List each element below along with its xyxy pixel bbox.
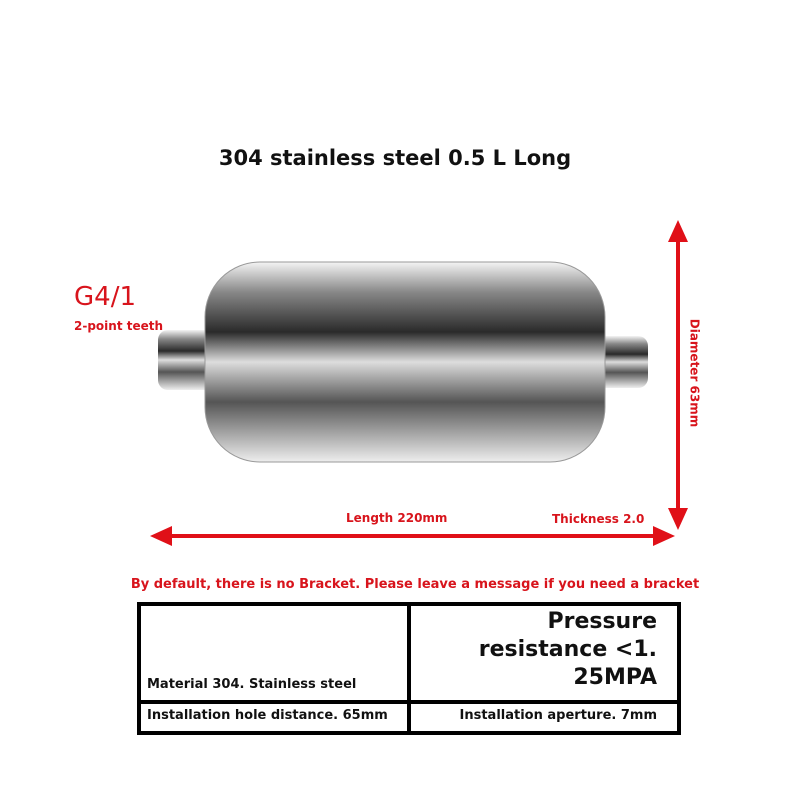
spec-aperture: Installation aperture. 7mm xyxy=(407,700,681,735)
bracket-note: By default, there is no Bracket. Please … xyxy=(130,577,700,592)
left-pipe xyxy=(158,330,218,390)
spec-table: Material 304. Stainless steel Pressure r… xyxy=(137,602,681,735)
product-title: 304 stainless steel 0.5 L Long xyxy=(218,146,572,170)
spec-hole-distance: Installation hole distance. 65mm xyxy=(137,700,411,735)
thread-sub-label: 2-point teeth xyxy=(74,319,164,333)
spec-material: Material 304. Stainless steel xyxy=(137,602,411,704)
diameter-arrow xyxy=(668,220,688,530)
thickness-label: Thickness 2.0 xyxy=(552,512,645,526)
spec-pressure: Pressure resistance <1. 25MPA xyxy=(407,602,681,704)
length-label: Length 220mm xyxy=(346,511,448,525)
diameter-label: Diameter 63mm xyxy=(687,318,702,428)
length-arrow xyxy=(150,526,675,546)
thread-label: G4/1 xyxy=(74,282,136,312)
tank-body xyxy=(204,261,606,463)
